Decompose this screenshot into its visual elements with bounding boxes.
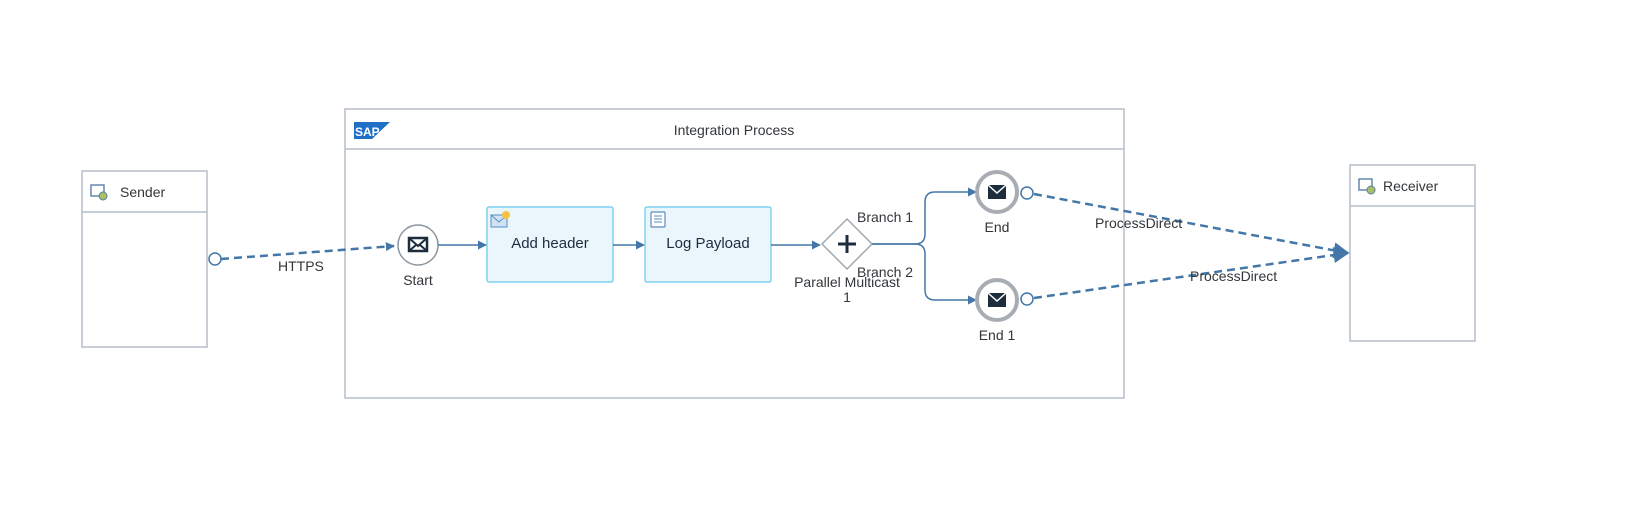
https-connection[interactable]: HTTPS — [208, 242, 395, 274]
receiver-participant[interactable]: Receiver — [1349, 164, 1476, 342]
add-header-step[interactable]: Add header — [486, 206, 614, 283]
end-1-event[interactable]: End 1 — [975, 278, 1019, 343]
gateway-label: Parallel Multicast — [794, 274, 900, 290]
branch-2-label: Branch 2 — [857, 264, 913, 280]
processdirect-connection-2[interactable]: ProcessDirect — [1020, 247, 1350, 306]
branch-1-flow[interactable]: Branch 1 — [857, 187, 977, 245]
participant-icon — [1358, 178, 1376, 195]
message-flow-origin — [1020, 186, 1034, 200]
participant-icon — [90, 184, 108, 201]
sap-logo: SAP — [354, 122, 390, 139]
end-1-label: End 1 — [979, 327, 1016, 343]
envelope-filled-icon — [987, 292, 1007, 307]
envelope-filled-icon — [987, 184, 1007, 199]
branch-1-label: Branch 1 — [857, 209, 913, 225]
add-header-label: Add header — [511, 235, 589, 252]
branch-2-flow[interactable]: Branch 2 — [857, 243, 977, 305]
receiver-label: Receiver — [1383, 178, 1439, 194]
https-label: HTTPS — [278, 258, 324, 274]
processdirect-label-2: ProcessDirect — [1190, 268, 1277, 284]
envelope-icon — [407, 236, 429, 253]
content-modifier-icon — [490, 211, 510, 228]
processdirect-connection-1[interactable]: ProcessDirect — [1020, 186, 1350, 259]
end-event[interactable]: End — [975, 170, 1019, 235]
sender-participant[interactable]: Sender — [81, 170, 208, 348]
plus-icon — [838, 235, 856, 253]
log-payload-label: Log Payload — [666, 235, 749, 252]
message-flow-origin — [208, 252, 222, 266]
sender-label: Sender — [120, 184, 165, 200]
script-icon — [650, 211, 666, 228]
start-label: Start — [403, 272, 433, 288]
gateway-label-number: 1 — [843, 289, 851, 305]
svg-text:SAP: SAP — [355, 125, 380, 139]
message-flow-origin — [1020, 292, 1034, 306]
start-event[interactable]: Start — [397, 224, 439, 288]
process-title: Integration Process — [674, 122, 795, 138]
processdirect-label-1: ProcessDirect — [1095, 215, 1182, 231]
log-payload-step[interactable]: Log Payload — [644, 206, 772, 283]
parallel-multicast-gateway[interactable]: Parallel Multicast 1 — [794, 217, 900, 305]
end-label: End — [985, 219, 1010, 235]
